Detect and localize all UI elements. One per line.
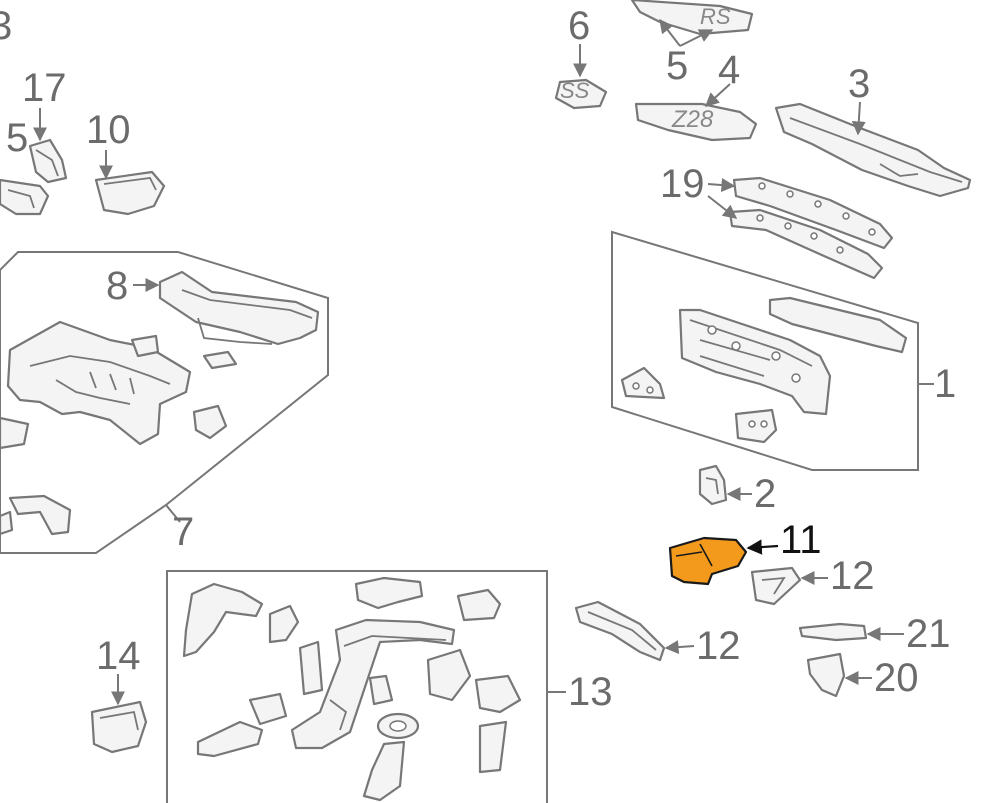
callout-10: 10 — [86, 108, 131, 152]
callout-14: 14 — [96, 634, 141, 678]
panel-13-parts — [182, 576, 522, 802]
callout-12-lower: 12 — [696, 624, 741, 668]
part-21-bracket — [798, 622, 904, 642]
part-20-bracket — [806, 652, 872, 698]
part-17-bracket — [28, 108, 68, 184]
callout-11[interactable]: 11 — [780, 518, 822, 562]
part-10-bracket — [94, 150, 166, 216]
callout-12-upper: 12 — [830, 554, 875, 598]
part-8-brace — [133, 270, 320, 346]
badge-rs-group — [630, 0, 754, 47]
callout-7: 7 — [172, 510, 195, 554]
callout-20: 20 — [874, 656, 919, 700]
callout-1: 1 — [934, 362, 957, 406]
part-floor-pan — [0, 320, 238, 536]
callout-8: 8 — [106, 264, 129, 308]
badge-ss-text: SS — [560, 78, 590, 103]
callout-3: 3 — [848, 62, 871, 106]
badge-rs-text: RS — [700, 4, 731, 29]
callout-3-edge: 3 — [0, 4, 13, 48]
part-12-upper — [750, 566, 828, 606]
badge-z28-text: Z28 — [672, 106, 714, 133]
callout-6: 6 — [568, 4, 591, 48]
callout-2: 2 — [754, 472, 777, 516]
panel-1-parts — [620, 296, 908, 444]
part-2-clip — [698, 464, 752, 506]
badge-z28-group — [634, 83, 758, 142]
callout-4: 4 — [718, 48, 741, 92]
part-3-rail — [774, 101, 972, 198]
callout-5-left: 5 — [6, 116, 29, 160]
part-14-bracket — [90, 674, 148, 754]
part-11-highlighted[interactable] — [668, 536, 779, 586]
part-19-strips — [707, 176, 894, 280]
callout-5-badge: 5 — [666, 44, 689, 88]
callout-21: 21 — [906, 612, 951, 656]
part-5-left-bracket — [0, 178, 50, 216]
callout-17: 17 — [22, 66, 67, 110]
badge-ss-group — [554, 44, 608, 110]
part-12-lower — [574, 600, 695, 662]
callout-19: 19 — [660, 162, 705, 206]
callout-13: 13 — [568, 670, 613, 714]
